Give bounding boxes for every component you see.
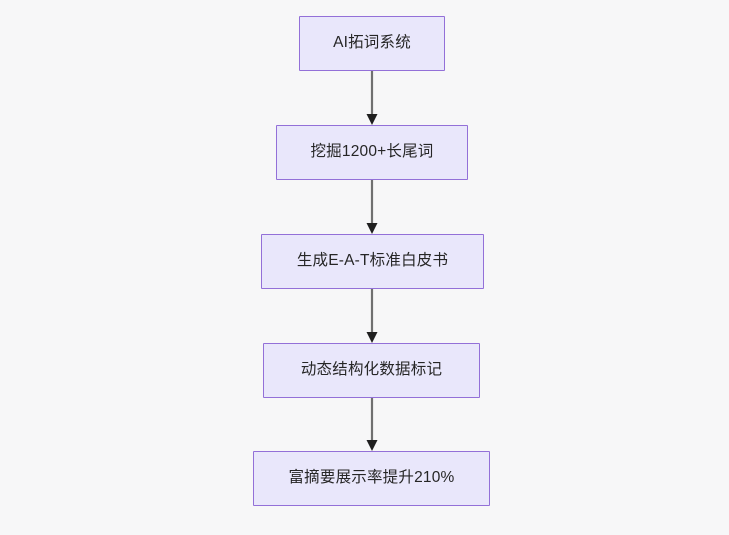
flow-node-label: 富摘要展示率提升210% [288,469,455,487]
connector-node1-node2 [360,71,384,125]
flow-node-label: 动态结构化数据标记 [300,361,443,379]
flow-node-ai-keyword-system[interactable]: AI拓词系统 [299,16,445,71]
flow-node-generate-eat-whitepaper[interactable]: 生成E-A-T标准白皮书 [261,234,484,289]
flow-node-mine-longtail-keywords[interactable]: 挖掘1200+长尾词 [276,125,468,180]
connector-node2-node3 [360,180,384,234]
flow-node-label: 挖掘1200+长尾词 [310,143,434,161]
flow-node-rich-snippet-impression-lift[interactable]: 富摘要展示率提升210% [253,451,490,506]
connector-node3-node4 [360,289,384,343]
flow-node-label: 生成E-A-T标准白皮书 [296,252,449,270]
flow-node-label: AI拓词系统 [333,34,411,52]
connector-node4-node5 [360,398,384,451]
flow-node-dynamic-structured-data-markup[interactable]: 动态结构化数据标记 [263,343,480,398]
